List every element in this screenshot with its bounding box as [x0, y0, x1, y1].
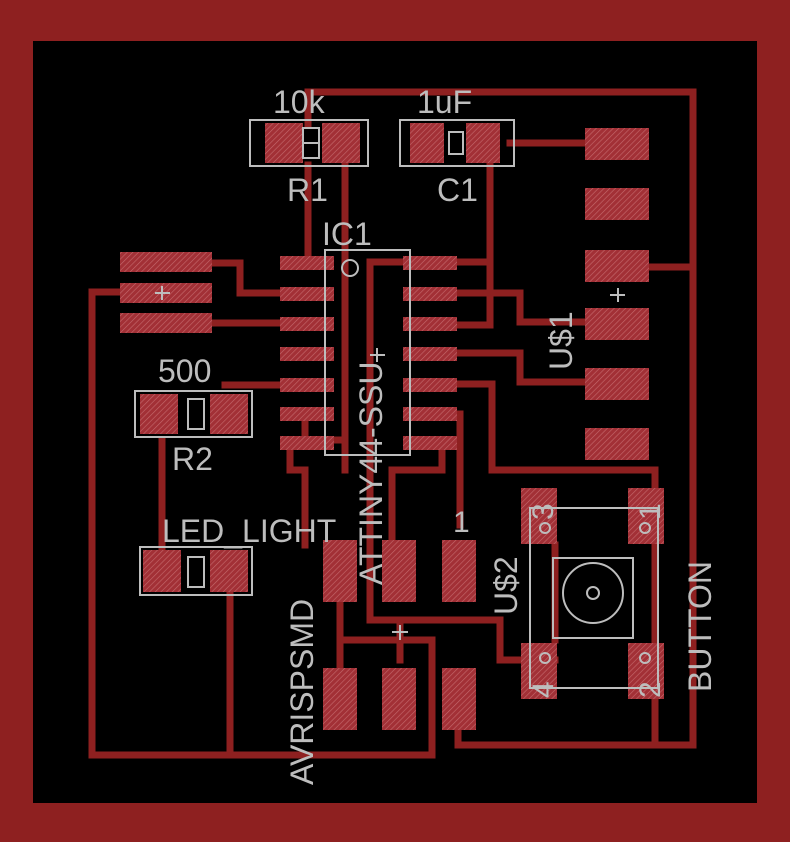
ic1-pin-13 — [403, 287, 457, 301]
isp-pad-6 — [323, 668, 357, 730]
ic1-pin-4 — [280, 347, 334, 361]
labels: 10k R1 1uF C1 IC1 500 R2 LED_LIGHT 1 ATT… — [158, 84, 718, 785]
header-pad-4 — [585, 308, 649, 340]
silkscreen — [134, 119, 659, 689]
isp-pin1-label: 1 — [453, 506, 470, 539]
ic1-pin-8 — [403, 436, 457, 450]
ic1-pin-1 — [280, 256, 334, 270]
r2-pad-1 — [140, 394, 178, 434]
c1-pad-1 — [410, 123, 444, 163]
ic1-pin-14 — [403, 256, 457, 270]
button-pin2-label: 2 — [634, 681, 667, 698]
traces — [88, 88, 697, 759]
ic1-name-label: IC1 — [322, 216, 372, 252]
button-pad-4 — [521, 643, 557, 699]
c1-value-label: 1uF — [417, 84, 472, 120]
header-name-label: U$1 — [543, 311, 579, 370]
c1-name-label: C1 — [437, 172, 478, 208]
led-name-label: LED_LIGHT — [162, 513, 336, 549]
header-pad-5 — [585, 368, 649, 400]
isp-pad-3 — [323, 540, 357, 602]
button-pin3-label: 3 — [527, 503, 560, 520]
isp-name-label: AVRISPSMD — [284, 599, 320, 785]
button-pin1-label: 1 — [634, 503, 667, 520]
r2-value-label: 500 — [158, 353, 211, 389]
left-pad-1 — [120, 252, 212, 272]
left-pad-3 — [120, 313, 212, 333]
button-pad-3 — [521, 488, 557, 544]
c1-pad-2 — [466, 123, 500, 163]
ic1-pin-3 — [280, 317, 334, 331]
header-pad-1 — [585, 128, 649, 160]
ic1-pin-10 — [403, 378, 457, 392]
isp-pad-2 — [382, 540, 416, 602]
r1-pad-2 — [322, 123, 360, 163]
led-pad-2 — [210, 550, 248, 592]
r2-pad-2 — [210, 394, 248, 434]
header-pad-3 — [585, 250, 649, 282]
r1-value-label: 10k — [273, 84, 326, 120]
led-pad-1 — [143, 550, 181, 592]
ic1-pin-7 — [280, 436, 334, 450]
ic1-part-label: ATTINY44-SSU — [353, 362, 389, 585]
isp-pad-1 — [442, 540, 476, 602]
pads — [120, 123, 664, 730]
button-name-label: U$2 — [488, 556, 524, 615]
ic1-pin-11 — [403, 347, 457, 361]
ic1-pin-2 — [280, 287, 334, 301]
r1-pad-1 — [265, 123, 303, 163]
ic1-pin-12 — [403, 317, 457, 331]
button-pin4-label: 4 — [527, 681, 560, 698]
isp-pad-4 — [442, 668, 476, 730]
ic1-pin-9 — [403, 407, 457, 421]
isp-pad-5 — [382, 668, 416, 730]
r1-name-label: R1 — [287, 172, 328, 208]
header-pad-6 — [585, 428, 649, 460]
ic1-pin-5 — [280, 378, 334, 392]
r2-name-label: R2 — [172, 441, 213, 477]
ic1-pin-6 — [280, 407, 334, 421]
header-pad-2 — [585, 188, 649, 220]
button-part-label: BUTTON — [682, 561, 718, 692]
